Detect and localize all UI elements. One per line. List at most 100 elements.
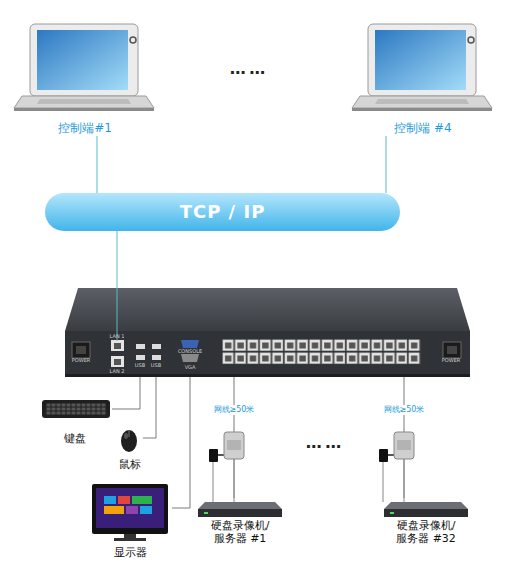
usb-port [136, 355, 145, 360]
dvr-front [384, 509, 468, 517]
laptop-edge [14, 108, 154, 111]
rj45-port-grid [222, 339, 420, 365]
screen-tile [140, 506, 152, 514]
keyboard-device: 键盘 [38, 396, 112, 446]
dvr-front [198, 509, 282, 517]
adapter-panel [397, 440, 411, 450]
kvm-adapter [379, 432, 414, 502]
adapter-cable [404, 459, 405, 502]
screen-tile [126, 506, 138, 514]
laptop-logo [130, 37, 136, 43]
usb-port [152, 355, 161, 360]
laptop-base [14, 96, 154, 108]
kvm-switch-illustration [65, 288, 470, 377]
power-socket [443, 342, 461, 358]
screen-tile [104, 506, 124, 514]
mouse-button-split [129, 430, 130, 437]
lan-port-inner [114, 343, 121, 349]
vga-port [181, 340, 199, 348]
dvr-server: 硬盘录像机/ 服务器 #1 [193, 498, 287, 562]
laptop-logo [468, 37, 474, 43]
lan-port [111, 356, 124, 367]
ellipsis-mark: … … [306, 433, 341, 452]
dvr-led [390, 512, 394, 514]
power-socket-inner [76, 346, 86, 354]
lan-port [111, 340, 124, 351]
monitor-bezel [92, 484, 168, 534]
panel-label: VGA [185, 364, 196, 370]
panel-label: POWER [442, 357, 461, 363]
console-port [181, 354, 199, 362]
laptop-illustration [14, 24, 154, 111]
node-label: 硬盘录像机/ 服务器 #32 [391, 519, 461, 545]
monitor-device: 显示器 [88, 482, 172, 560]
keyboard-illustration [42, 400, 110, 418]
adapter-cable [218, 454, 224, 456]
switch-front [65, 331, 470, 375]
client-laptop: 控制端#1 [12, 20, 158, 136]
screen-tile [104, 496, 116, 504]
laptop-bezel [30, 24, 138, 96]
mouse-body [121, 430, 137, 452]
adapter-body [224, 432, 244, 459]
panel-label: USB [151, 362, 161, 368]
mouse-highlight [124, 433, 128, 439]
switch-bottom-edge [65, 374, 470, 377]
connector-line [172, 377, 190, 508]
usb-port [152, 344, 161, 349]
node-label: 键盘 [64, 432, 86, 446]
panel-label: LAN 1 [110, 333, 125, 339]
dvr-top [198, 502, 282, 509]
ellipsis-mark: … … [230, 59, 265, 78]
node-label: 控制端 #4 [394, 120, 452, 136]
screen-tile [118, 496, 130, 504]
network-band: TCP / IP [45, 193, 400, 231]
panel-label: POWER [72, 357, 91, 363]
cable-length-label: 网线≥50米 [213, 405, 256, 415]
adapter-cable [388, 454, 394, 456]
connector-line [112, 377, 140, 409]
mouse-illustration [121, 430, 137, 452]
dvr-illustration [384, 502, 468, 517]
panel-label: LAN 2 [110, 368, 125, 374]
kvm-switch: POWERLAN 1LAN 2USBUSBCONSOLEVGAPOWER [65, 288, 470, 377]
laptop-edge [352, 108, 492, 111]
client-laptop: 控制端 #4 [350, 20, 496, 136]
adapter-cable [383, 462, 384, 502]
connector-line [234, 377, 235, 498]
adapter-cable [234, 459, 235, 502]
mouse-device: 鼠标 [116, 428, 143, 472]
switch-top [65, 288, 470, 331]
lan-port-inner [114, 359, 121, 365]
adapter-plug [209, 449, 218, 462]
dvr-top [384, 502, 468, 509]
node-label: 鼠标 [119, 458, 141, 472]
power-socket [72, 342, 90, 358]
panel-label: USB [135, 362, 145, 368]
dvr-server: 硬盘录像机/ 服务器 #32 [379, 498, 473, 562]
monitor-illustration [92, 484, 168, 541]
laptop-base [352, 96, 492, 108]
band-label: TCP / IP [180, 201, 266, 223]
dvr-led [204, 512, 208, 514]
adapter-plug [379, 449, 388, 462]
monitor-stand [114, 538, 146, 541]
screen-tile [132, 496, 152, 504]
adapter-cable [213, 462, 214, 502]
cable-length-label: 网线≥50米 [383, 405, 426, 415]
laptop-keyboard [37, 99, 131, 104]
monitor-screen [96, 488, 164, 528]
node-label: 显示器 [114, 546, 147, 560]
connector-line [386, 136, 387, 193]
adapter-body [394, 432, 414, 459]
connector-line [117, 231, 118, 288]
laptop-bezel [368, 24, 476, 96]
node-label: 硬盘录像机/ 服务器 #1 [205, 519, 275, 545]
connector-line [97, 136, 98, 193]
keyboard-keys [46, 403, 106, 415]
adapter-panel [227, 440, 241, 450]
node-label: 控制端#1 [58, 120, 112, 136]
